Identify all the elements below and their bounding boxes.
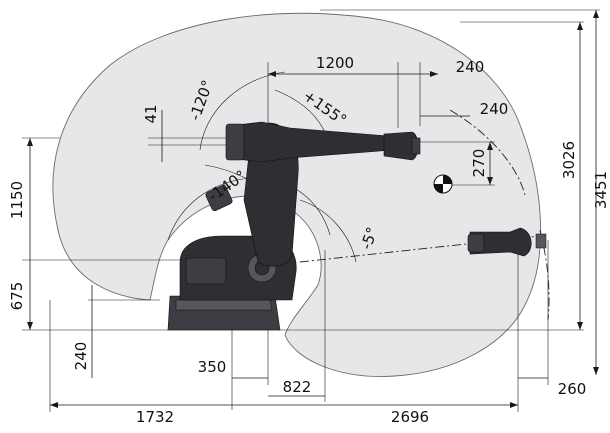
label-240-left: 240 [72,342,90,371]
label-1150: 1150 [8,181,26,219]
label-260: 260 [558,380,587,398]
label-270: 270 [470,149,488,178]
label-3451: 3451 [592,171,610,209]
arrowheads [27,10,599,408]
robot-wrist-lowered [467,227,547,257]
label-2696: 2696 [391,408,429,426]
reach-curve-dashed [449,109,526,196]
label-350: 350 [198,358,227,376]
reach-curve-dashed-lower [539,229,550,321]
label-240-mid: 240 [480,100,509,118]
robot-upper-arm [225,121,421,163]
label-41: 41 [142,104,160,123]
axis3-swing-arc [274,89,327,136]
label-1732: 1732 [136,408,174,426]
label-240-top: 240 [456,58,485,76]
axis2-swing-arc [199,71,286,151]
label-3026: 3026 [560,141,578,179]
label-675: 675 [8,282,26,311]
horizontal-ref-dashed [299,235,541,263]
label-822: 822 [283,378,312,396]
tcp-marker-icon [433,174,453,194]
label-1200: 1200 [316,54,354,72]
neg5-arc [299,199,357,263]
